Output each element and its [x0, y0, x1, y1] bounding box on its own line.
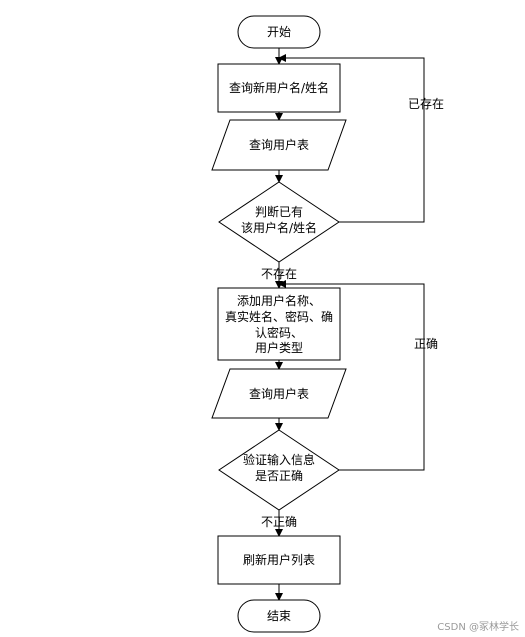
add-user-line1: 添加用户名称、	[237, 293, 321, 308]
start-label: 开始	[267, 25, 291, 39]
query-table-io-2: 查询用户表	[211, 368, 347, 419]
decision-exists: 判断已有 该用户名/姓名	[218, 181, 340, 263]
end-terminator: 结束	[237, 599, 321, 633]
watermark: CSDN @冢林学长	[437, 620, 519, 633]
decision-validate: 验证输入信息 是否正确	[218, 429, 340, 511]
decision-exists-line2: 该用户名/姓名	[241, 220, 317, 235]
branch-correct-label: 正确	[414, 337, 438, 351]
add-user-line2: 真实姓名、密码、确	[225, 309, 333, 324]
arrow-exists-loop	[278, 54, 425, 223]
refresh-process: 刷新用户列表	[217, 535, 341, 585]
branch-incorrect-label: 不正确	[261, 515, 297, 529]
query-name-process: 查询新用户名/姓名	[217, 63, 341, 113]
decision-validate-line2: 是否正确	[255, 469, 303, 483]
query-name-label: 查询新用户名/姓名	[229, 80, 329, 95]
start-terminator: 开始	[237, 15, 321, 49]
add-user-line4: 用户类型	[255, 340, 303, 355]
query-table-io-1: 查询用户表	[211, 119, 347, 171]
end-label: 结束	[267, 609, 291, 623]
decision-validate-line1: 验证输入信息	[243, 452, 315, 467]
decision-exists-line1: 判断已有	[255, 204, 303, 219]
branch-exists-label: 已存在	[408, 97, 444, 111]
arrow-correct-loop	[278, 280, 425, 471]
query-table-label-1: 查询用户表	[249, 137, 309, 152]
query-table-label-2: 查询用户表	[249, 386, 309, 401]
refresh-label: 刷新用户列表	[243, 552, 315, 567]
branch-not-exists-label: 不存在	[261, 267, 297, 281]
add-user-process: 添加用户名称、 真实姓名、密码、确 认密码、 用户类型	[217, 287, 341, 361]
add-user-line3: 认密码、	[255, 325, 303, 340]
